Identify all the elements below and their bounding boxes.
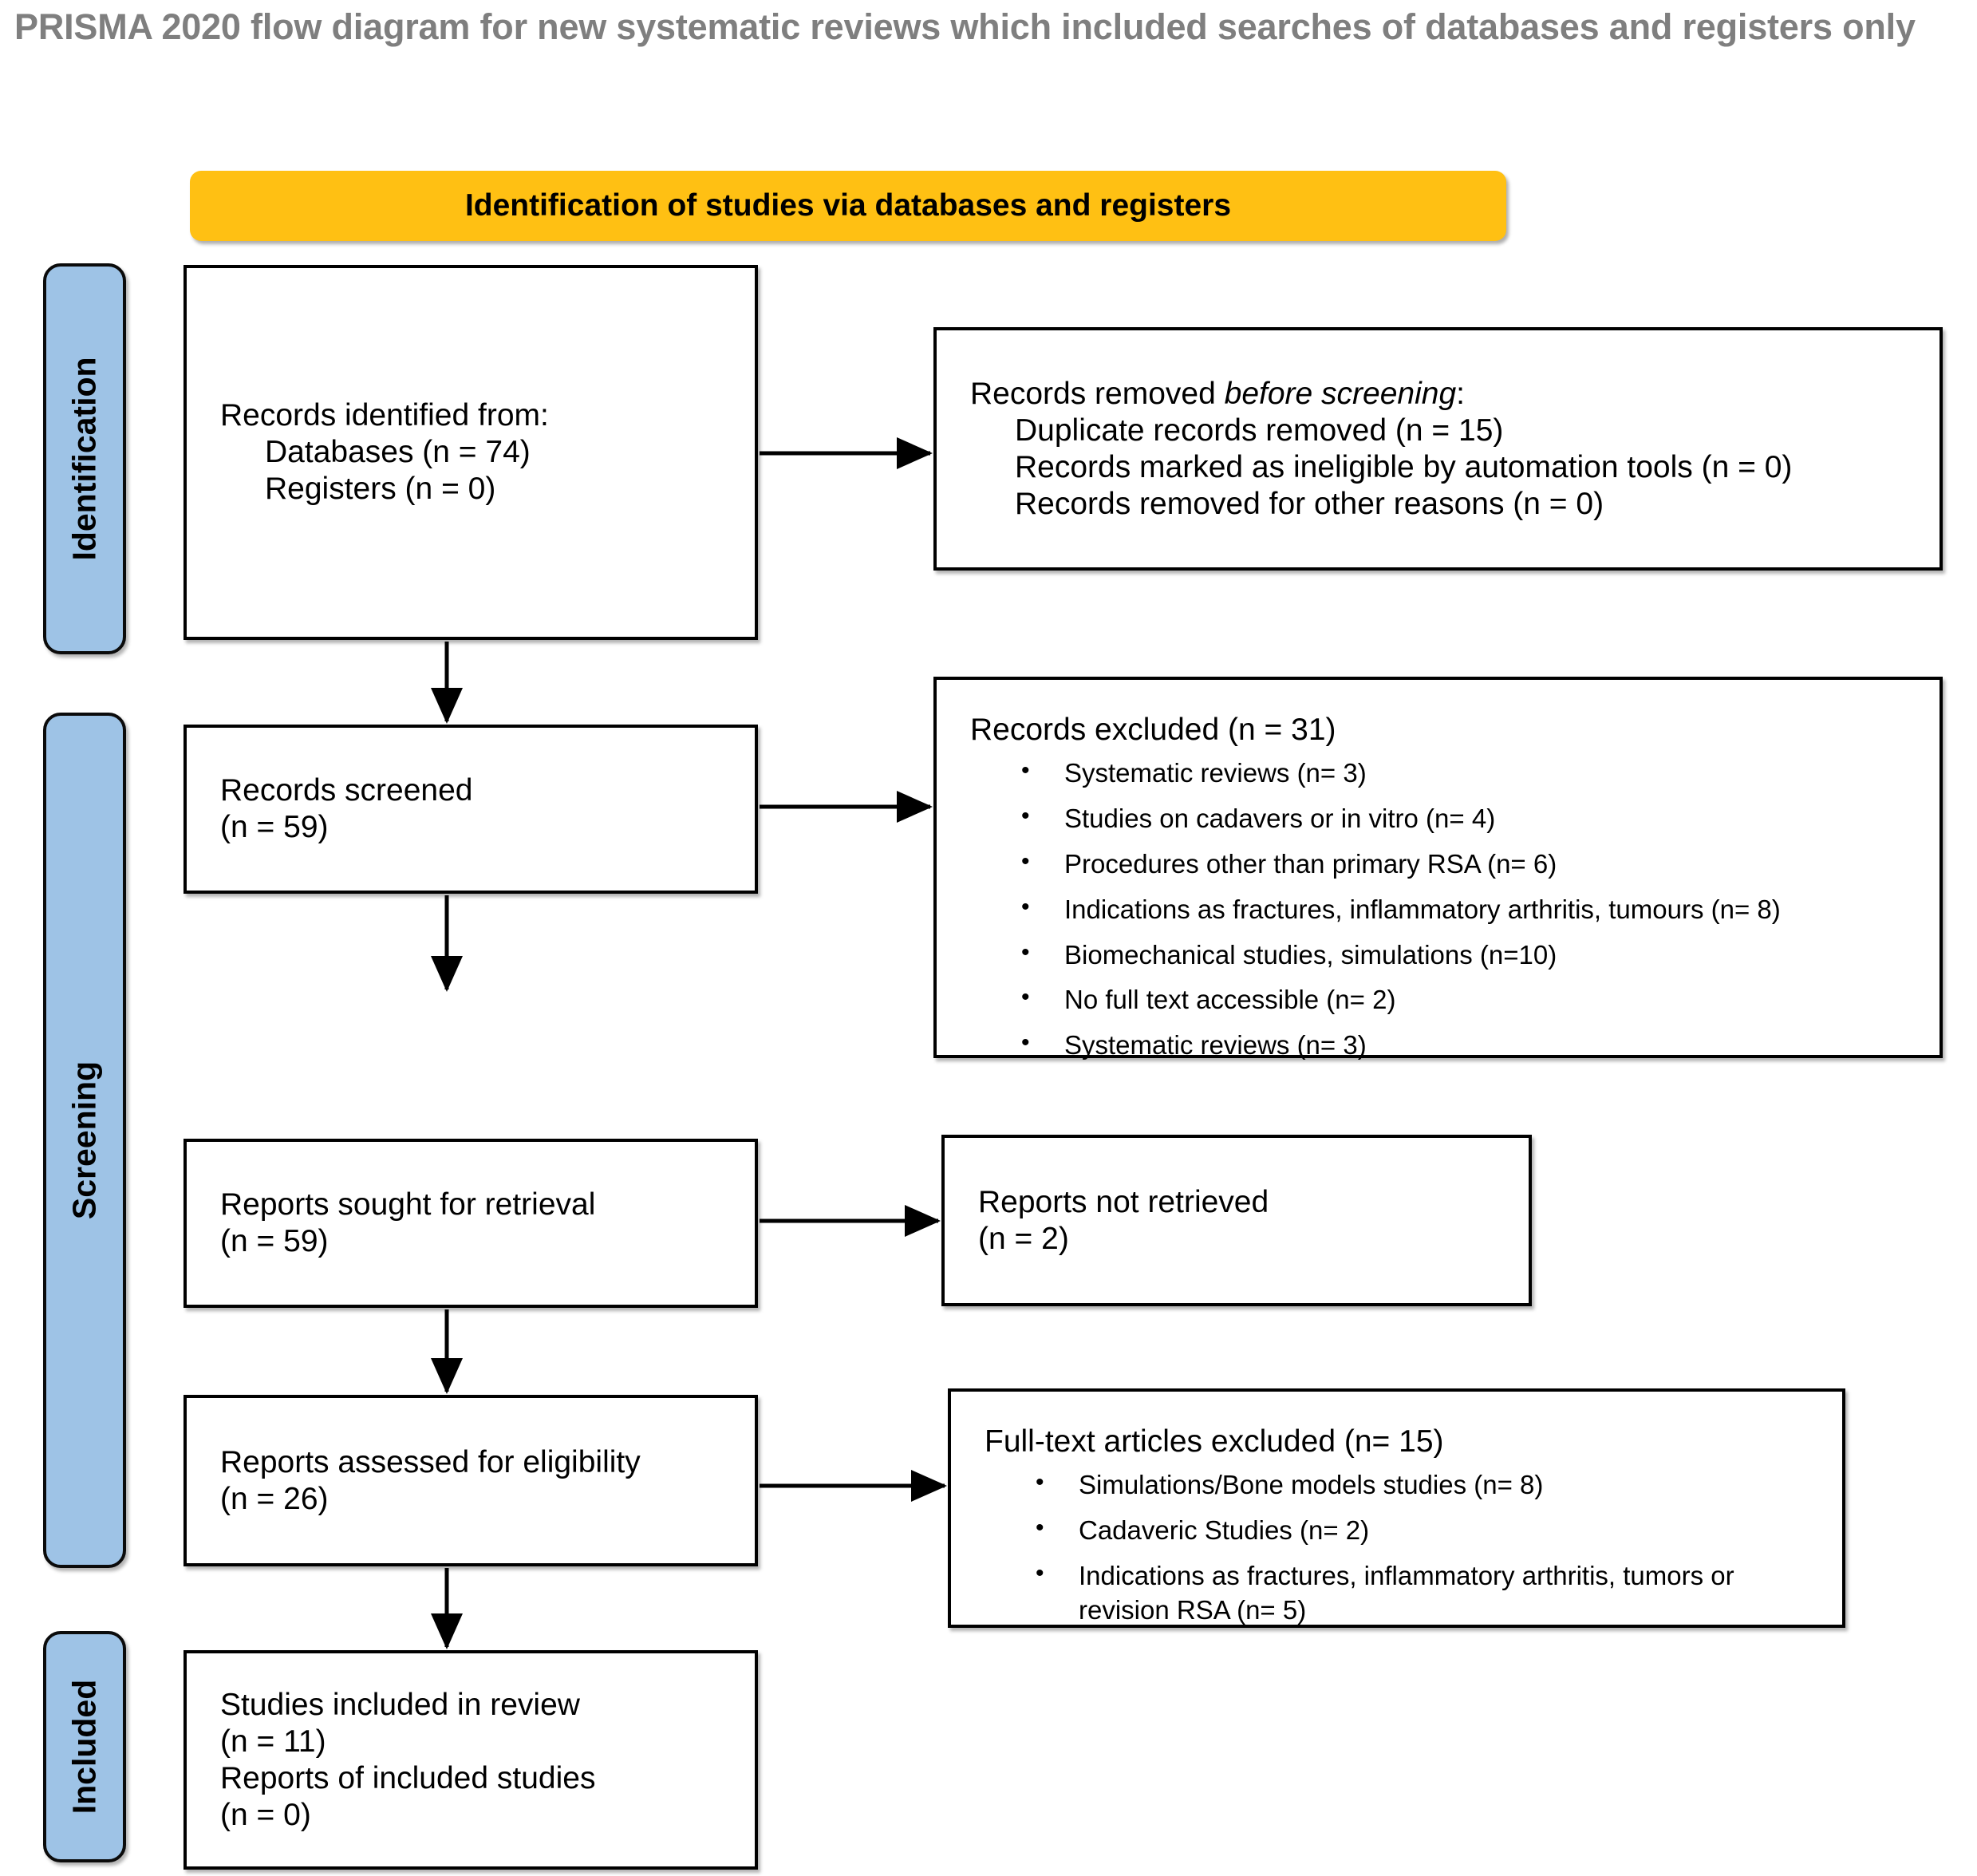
fulltext-excluded-heading: Full-text articles excluded (n= 15) <box>985 1424 1444 1459</box>
box-records-removed-before-screening: Records removed before screening: Duplic… <box>933 327 1943 571</box>
list-item: Biomechanical studies, simulations (n=10… <box>970 937 1925 973</box>
list-item: Indications as fractures, inflammatory a… <box>970 891 1925 927</box>
list-item: No full text accessible (n= 2) <box>970 981 1925 1017</box>
studies-included-label: Studies included in review <box>220 1687 580 1722</box>
reports-assessed-count: (n = 26) <box>220 1481 329 1516</box>
box-records-screened-content: Records screened (n = 59) <box>220 772 740 846</box>
stage-label-identification-text: Identification <box>65 357 103 561</box>
box-reports-assessed: Reports assessed for eligibility (n = 26… <box>183 1395 758 1566</box>
box-records-removed-content: Records removed before screening: Duplic… <box>970 375 1925 522</box>
box-studies-included: Studies included in review (n = 11) Repo… <box>183 1650 758 1870</box>
records-screened-label: Records screened <box>220 772 473 808</box>
box-reports-not-retrieved: Reports not retrieved (n = 2) <box>941 1135 1532 1306</box>
page-title: PRISMA 2020 flow diagram for new systema… <box>14 6 1916 47</box>
box-records-excluded: Records excluded (n = 31) Systematic rev… <box>933 677 1943 1060</box>
reports-assessed-label: Reports assessed for eligibility <box>220 1444 641 1479</box>
identification-banner-label: Identification of studies via databases … <box>464 188 1232 223</box>
list-item: Systematic reviews (n= 3) <box>970 1027 1925 1063</box>
reports-included-count: (n = 0) <box>220 1797 311 1832</box>
list-item: Studies on cadavers or in vitro (n= 4) <box>970 800 1925 836</box>
records-removed-heading: Records removed before screening: <box>970 376 1465 410</box>
box-records-identified-content: Records identified from: Databases (n = … <box>220 397 740 508</box>
records-removed-other: Records removed for other reasons (n = 0… <box>1015 486 1604 521</box>
box-fulltext-articles-excluded: Full-text articles excluded (n= 15) Simu… <box>948 1388 1845 1628</box>
reports-not-retrieved-label: Reports not retrieved <box>978 1184 1269 1219</box>
records-screened-count: (n = 59) <box>220 810 329 844</box>
stage-label-screening-text: Screening <box>65 1060 103 1220</box>
box-reports-sought-content: Reports sought for retrieval (n = 59) <box>220 1187 740 1260</box>
fulltext-excluded-reason-list: Simulations/Bone models studies (n= 8) Ca… <box>985 1467 1828 1628</box>
stage-label-screening: Screening <box>43 713 126 1568</box>
box-studies-included-content: Studies included in review (n = 11) Repo… <box>220 1686 740 1833</box>
list-item: Cadaveric Studies (n= 2) <box>985 1512 1828 1548</box>
box-fulltext-excluded-content: Full-text articles excluded (n= 15) Simu… <box>985 1424 1828 1639</box>
reports-not-retrieved-count: (n = 2) <box>978 1221 1069 1256</box>
box-reports-not-retrieved-content: Reports not retrieved (n = 2) <box>978 1183 1514 1257</box>
box-records-identified: Records identified from: Databases (n = … <box>183 265 758 640</box>
box-records-screened: Records screened (n = 59) <box>183 725 758 894</box>
records-identified-registers: Registers (n = 0) <box>265 472 496 507</box>
reports-sought-count: (n = 59) <box>220 1224 329 1258</box>
box-reports-sought: Reports sought for retrieval (n = 59) <box>183 1139 758 1308</box>
identification-banner: Identification of studies via databases … <box>190 171 1506 241</box>
studies-included-count: (n = 11) <box>220 1724 326 1759</box>
records-removed-duplicates: Duplicate records removed (n = 15) <box>1015 413 1504 448</box>
stage-label-included-text: Included <box>65 1679 103 1815</box>
stage-label-identification: Identification <box>43 263 126 654</box>
reports-sought-label: Reports sought for retrieval <box>220 1187 596 1222</box>
records-excluded-heading: Records excluded (n = 31) <box>970 713 1336 747</box>
records-identified-databases: Databases (n = 74) <box>265 434 531 469</box>
stage-label-included: Included <box>43 1631 126 1862</box>
records-removed-automation: Records marked as ineligible by automati… <box>1015 449 1793 484</box>
records-identified-line1: Records identified from: <box>220 397 549 432</box>
box-reports-assessed-content: Reports assessed for eligibility (n = 26… <box>220 1444 740 1517</box>
box-records-excluded-content: Records excluded (n = 31) Systematic rev… <box>970 712 1925 1074</box>
list-item: Simulations/Bone models studies (n= 8) <box>985 1467 1828 1503</box>
reports-included-label: Reports of included studies <box>220 1760 596 1795</box>
records-removed-heading-italic: before screening <box>1224 376 1457 411</box>
list-item: Systematic reviews (n= 3) <box>970 755 1925 791</box>
list-item: Indications as fractures, inflammatory a… <box>985 1558 1828 1628</box>
records-removed-heading-suffix: : <box>1456 376 1466 411</box>
list-item: Procedures other than primary RSA (n= 6) <box>970 846 1925 882</box>
records-excluded-reason-list: Systematic reviews (n= 3) Studies on cada… <box>970 755 1925 1063</box>
records-removed-heading-prefix: Records removed <box>970 376 1225 411</box>
